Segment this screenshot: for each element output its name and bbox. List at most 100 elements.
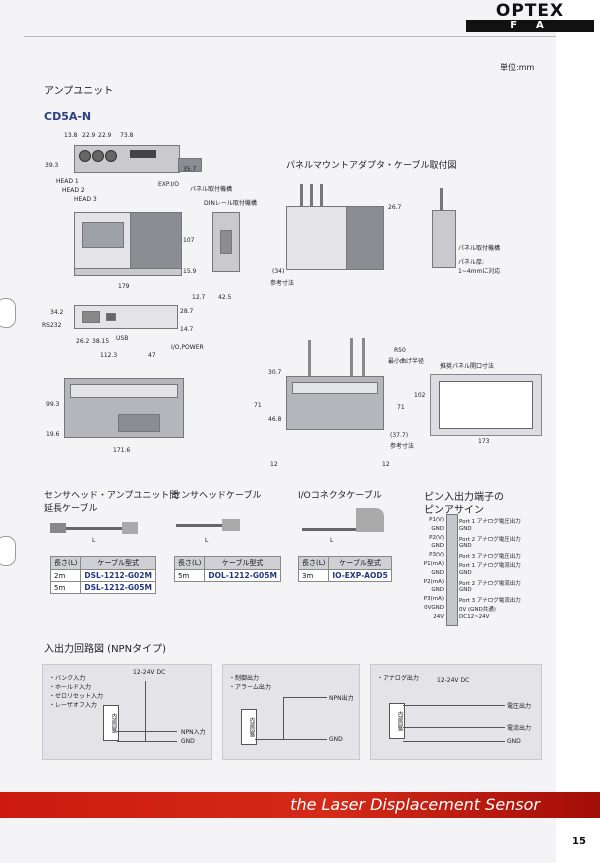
head-connector bbox=[105, 150, 117, 162]
internal-circuit-box: 内部回路 bbox=[241, 709, 257, 745]
cable-title: I/Oコネクタケーブル bbox=[298, 491, 382, 501]
callout-label: HEAD 2 bbox=[62, 187, 85, 194]
pin-code: 24V bbox=[433, 613, 444, 620]
pin-description: GND bbox=[459, 543, 472, 550]
head-connector bbox=[79, 150, 91, 162]
note-text: パネル取付機構 bbox=[458, 245, 501, 252]
callout-label: パネル取付機構 bbox=[190, 186, 233, 193]
dim-label: (37.7) bbox=[390, 432, 409, 439]
circuit-wire bbox=[283, 697, 327, 698]
cutout-opening bbox=[439, 381, 533, 429]
dim-label: 35.7 bbox=[183, 166, 197, 173]
table-cell: 2m bbox=[49, 569, 82, 582]
pin-description: Port 2 アナログ電流出力 bbox=[459, 580, 521, 587]
length-label: L bbox=[92, 537, 96, 544]
pin-code: P3(mA) bbox=[423, 596, 444, 603]
internal-circuit-box: 内部回路 bbox=[103, 705, 119, 741]
pin-description: Port 1 アナログ電圧出力 bbox=[459, 519, 521, 525]
dim-label: 12 bbox=[382, 461, 390, 468]
pin-description: GND bbox=[459, 525, 472, 532]
callout-label: HEAD 3 bbox=[74, 196, 97, 203]
cable-title: センサヘッドケーブル bbox=[172, 491, 262, 501]
cable-connector bbox=[122, 522, 138, 534]
dim-label: 71 bbox=[254, 402, 262, 409]
length-label: L bbox=[205, 537, 209, 544]
dim-label: 71 bbox=[397, 404, 405, 411]
circuit-analog-panel: ・アナログ出力 12-24V DC 内部回路 電圧出力 電流出力 GND bbox=[370, 664, 542, 760]
table-cell: DSL-1212-G05M bbox=[80, 581, 156, 594]
circuit-wire bbox=[403, 727, 505, 728]
pin-description: DC12~24V bbox=[459, 613, 490, 620]
circuit-wire bbox=[403, 741, 505, 742]
note-text: 1~4mmに対応 bbox=[458, 268, 501, 275]
callout-label: DINレール取付機構 bbox=[204, 200, 257, 207]
pin-code: GND bbox=[431, 587, 444, 594]
rs232-port bbox=[82, 311, 100, 323]
pin-code: GND bbox=[431, 525, 444, 532]
cable-line bbox=[176, 524, 222, 527]
dim-label: 38.15 bbox=[92, 338, 110, 345]
section-title: アンプユニット bbox=[44, 86, 114, 97]
circuit-wire bbox=[283, 697, 284, 739]
dim-label: 173 bbox=[478, 438, 490, 445]
din-clip bbox=[220, 230, 232, 254]
cutout-title: 推奨パネル開口寸法 bbox=[440, 363, 495, 370]
table-cell: IO-EXP-AOD5 bbox=[328, 569, 392, 582]
cable-line bbox=[66, 527, 122, 530]
logo-optex: OPTEX bbox=[495, 1, 565, 21]
banner-text: the Laser Displacement Sensor bbox=[290, 795, 540, 814]
pin-description: Port 1 アナログ電流出力 bbox=[459, 563, 521, 569]
panel-adapter-rear-top bbox=[292, 382, 378, 394]
table-header: ケーブル型式 bbox=[328, 556, 392, 570]
pin-code: P1(V) bbox=[429, 517, 444, 523]
amp-front-base bbox=[74, 268, 182, 276]
cable-line bbox=[362, 338, 365, 376]
circuit-wire bbox=[403, 705, 505, 706]
cable-line bbox=[302, 528, 358, 531]
table-header: 長さ(L) bbox=[49, 556, 82, 570]
circuit-item: ・ホールド入力 bbox=[49, 684, 92, 691]
dim-label: 12.7 bbox=[192, 294, 206, 301]
cable-line bbox=[308, 340, 311, 376]
cable-connector bbox=[356, 508, 384, 532]
pin-description: GND bbox=[459, 587, 472, 594]
circuit-label: GND bbox=[507, 738, 521, 745]
circuit-item: ・ゼロリセット入力 bbox=[49, 693, 104, 700]
dim-label: 34.2 bbox=[50, 309, 64, 316]
pin-title: ピンアサイン bbox=[424, 505, 484, 516]
circuit-label: GND bbox=[329, 736, 343, 743]
dim-label: 14.7 bbox=[180, 326, 194, 333]
binder-hole bbox=[0, 298, 16, 328]
optex-logo: OPTEX FA bbox=[466, 3, 594, 33]
cable-connector bbox=[222, 519, 240, 531]
dim-label: (34) bbox=[272, 268, 285, 275]
page-number: 15 bbox=[572, 836, 586, 847]
pin-code: 0VGND bbox=[424, 605, 444, 611]
dim-label: 30.7 bbox=[268, 369, 282, 376]
table-cell: 5m bbox=[49, 581, 82, 594]
circuit-wire bbox=[255, 739, 327, 740]
amp-front-cover bbox=[130, 212, 182, 272]
cable-line bbox=[320, 184, 323, 206]
callout-label: USB bbox=[116, 335, 129, 342]
dim-label: 112.3 bbox=[100, 352, 118, 359]
panel-section-title: パネルマウントアダプタ・ケーブル取付図 bbox=[286, 161, 457, 171]
pin-code: P2(mA) bbox=[423, 578, 444, 585]
dim-label: 73.8 bbox=[120, 132, 134, 139]
pin-description: 0V (GND共通) bbox=[459, 607, 496, 613]
callout-label: I/O,POWER bbox=[171, 344, 204, 351]
dim-label: 39.3 bbox=[45, 162, 59, 169]
cutout-panel bbox=[430, 374, 542, 436]
note-text: 参考寸法 bbox=[390, 443, 415, 450]
circuit-wire bbox=[117, 741, 177, 742]
pin-code: P2(V) bbox=[429, 534, 444, 541]
callout-label: EXP.I/O bbox=[158, 181, 180, 188]
circuit-title: 入出力回路図 (NPNタイプ) bbox=[44, 644, 166, 655]
usb-port bbox=[106, 313, 116, 321]
exp-io-connector bbox=[130, 150, 156, 158]
pin-description: Port 3 アナログ電流出力 bbox=[459, 598, 521, 605]
